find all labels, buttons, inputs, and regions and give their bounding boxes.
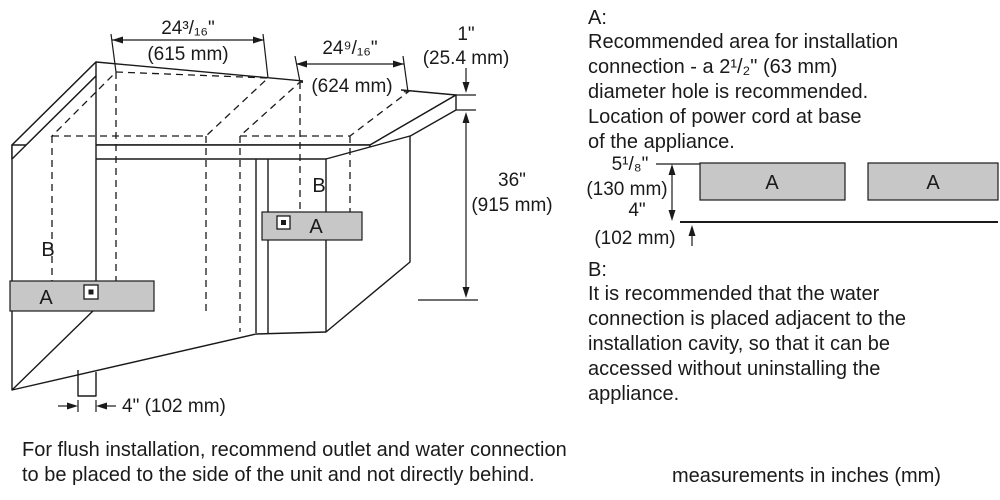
mini-box-1 <box>699 162 846 201</box>
note-a-heading: A: <box>588 7 607 29</box>
footer-note: For flush installation, recommend outlet… <box>22 439 567 486</box>
svg-text:(130 mm): (130 mm) <box>586 179 667 200</box>
svg-text:24⁹/₁₆": 24⁹/₁₆" <box>322 38 377 59</box>
mini-diagram-svg: 5¹/₈" (130 mm) A A 4" (102 mm) <box>586 154 999 249</box>
outlet-strip-left: A <box>9 280 155 312</box>
units-note: measurements in inches (mm) <box>672 465 941 487</box>
svg-text:36": 36" <box>498 170 526 191</box>
dim-thickness: 1" (25.4 mm) <box>423 24 510 111</box>
label-a-right: A <box>309 216 323 238</box>
countertop <box>11 61 457 160</box>
svg-text:(615 mm): (615 mm) <box>147 44 228 65</box>
note-b-heading: B: <box>588 259 607 281</box>
outlet-strip-right: A <box>261 211 363 241</box>
mini-box-2-label: A <box>926 172 940 194</box>
mini-box-2 <box>867 162 999 201</box>
label-b-mid: B <box>312 175 325 197</box>
mini-dim-height: 5¹/₈" (130 mm) <box>586 154 700 221</box>
note-b-body: It is recommended that the water connect… <box>588 283 906 405</box>
label-a-left: A <box>39 287 53 309</box>
dim-toekick: 4" (102 mm) <box>58 396 226 417</box>
note-a-body: Recommended area for installation connec… <box>588 31 899 153</box>
label-b-left: B <box>41 239 54 261</box>
mini-box-1-label: A <box>765 172 779 194</box>
svg-text:1": 1" <box>457 24 474 45</box>
svg-text:(25.4 mm): (25.4 mm) <box>423 48 510 69</box>
left-panel <box>11 75 97 391</box>
right-panel <box>325 135 411 333</box>
outlet-icon-right <box>276 215 291 230</box>
svg-text:4": 4" <box>628 200 645 221</box>
svg-text:(102 mm): (102 mm) <box>594 228 675 249</box>
svg-text:24³/₁₆": 24³/₁₆" <box>161 18 215 39</box>
svg-text:5¹/₈": 5¹/₈" <box>612 154 649 175</box>
dim-width-right: 24⁹/₁₆" (624 mm) <box>294 38 409 97</box>
dim-width-left: 24³/₁₆" (615 mm) <box>110 18 269 79</box>
svg-text:(915 mm): (915 mm) <box>471 195 552 216</box>
dim-height: 36" (915 mm) <box>418 112 553 301</box>
svg-text:4" (102 mm): 4" (102 mm) <box>122 396 226 417</box>
outlet-icon-left <box>83 284 99 300</box>
svg-text:(624 mm): (624 mm) <box>311 76 392 97</box>
main-diagram-svg: A A B B 24³/₁₆" (615 mm) <box>9 18 553 417</box>
toe-kick <box>77 370 97 397</box>
hidden-edges <box>50 71 410 332</box>
floor-line <box>11 331 327 391</box>
mini-baseline: 4" (102 mm) <box>594 200 998 249</box>
cavity-outline-left <box>50 71 270 137</box>
